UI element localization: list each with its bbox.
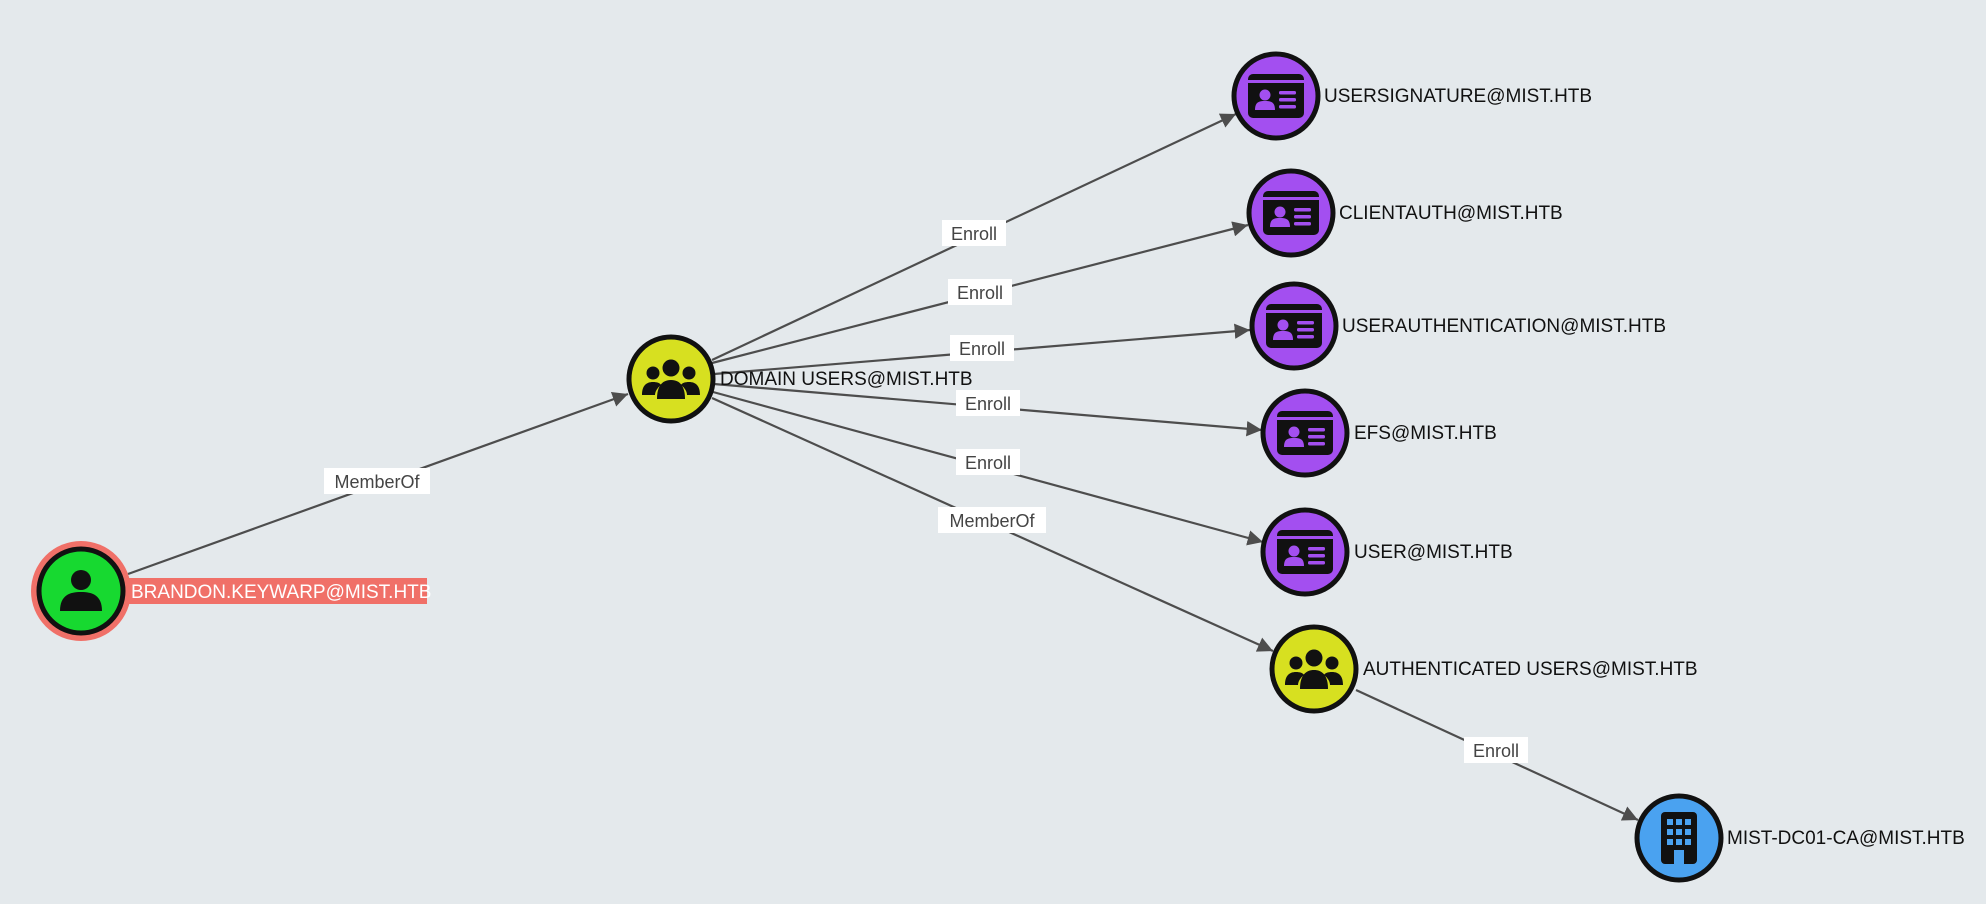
edge-label-memberof: MemberOf xyxy=(949,511,1035,531)
node-domain-users[interactable]: DOMAIN USERS@MIST.HTB xyxy=(626,334,973,424)
edge-authenticated-users-enroll-mist-dc01-ca[interactable]: Enroll xyxy=(1355,689,1639,821)
node-user-template[interactable]: USER@MIST.HTB xyxy=(1260,507,1513,597)
edge-domain-users-enroll-user[interactable]: Enroll xyxy=(712,390,1264,546)
node-label: EFS@MIST.HTB xyxy=(1354,423,1497,444)
node-circle xyxy=(1269,624,1359,714)
node-clientauth[interactable]: CLIENTAUTH@MIST.HTB xyxy=(1246,168,1563,258)
node-label: CLIENTAUTH@MIST.HTB xyxy=(1339,203,1563,224)
edge-domain-users-enroll-clientauth[interactable]: Enroll xyxy=(711,221,1249,365)
nodes-layer: BRANDON.KEYWARP@MIST.HTB DOMAIN USERS@MI… xyxy=(31,51,1965,883)
id-card-icon xyxy=(1277,530,1333,574)
id-card-icon xyxy=(1277,411,1333,455)
node-mist-dc01-ca[interactable]: MIST-DC01-CA@MIST.HTB xyxy=(1634,793,1965,883)
selected-label-background xyxy=(128,578,427,604)
node-circle xyxy=(626,334,716,424)
node-brandon-keywarp[interactable]: BRANDON.KEYWARP@MIST.HTB xyxy=(31,541,431,641)
id-card-icon xyxy=(1266,304,1322,348)
edge-domain-users-enroll-efs[interactable]: Enroll xyxy=(713,382,1263,437)
node-efs[interactable]: EFS@MIST.HTB xyxy=(1260,388,1497,478)
node-usersignature[interactable]: USERSIGNATURE@MIST.HTB xyxy=(1231,51,1592,141)
node-label: BRANDON.KEYWARP@MIST.HTB xyxy=(131,582,431,603)
node-authenticated-users[interactable]: AUTHENTICATED USERS@MIST.HTB xyxy=(1269,624,1698,714)
node-label: MIST-DC01-CA@MIST.HTB xyxy=(1727,828,1965,849)
edge-label-enroll: Enroll xyxy=(965,453,1011,473)
edge-label-enroll: Enroll xyxy=(957,283,1003,303)
edge-label-enroll: Enroll xyxy=(1473,741,1519,761)
node-label: USERSIGNATURE@MIST.HTB xyxy=(1324,86,1592,107)
edge-label-memberof: MemberOf xyxy=(334,472,420,492)
edge-label-enroll: Enroll xyxy=(959,339,1005,359)
node-label: DOMAIN USERS@MIST.HTB xyxy=(720,369,973,390)
edges-layer: MemberOf Enroll Enroll Enroll Enroll Enr… xyxy=(127,113,1639,821)
edge-domain-users-enroll-userauthentication[interactable]: Enroll xyxy=(713,323,1251,376)
building-icon xyxy=(1661,812,1697,864)
edge-label-enroll: Enroll xyxy=(965,394,1011,414)
node-userauthentication[interactable]: USERAUTHENTICATION@MIST.HTB xyxy=(1249,281,1666,371)
edge-label-enroll: Enroll xyxy=(951,224,997,244)
id-card-icon xyxy=(1263,191,1319,235)
id-card-icon xyxy=(1248,74,1304,118)
node-label: USERAUTHENTICATION@MIST.HTB xyxy=(1342,316,1666,337)
node-label: USER@MIST.HTB xyxy=(1354,542,1513,563)
node-label: AUTHENTICATED USERS@MIST.HTB xyxy=(1363,659,1698,680)
edge-domain-users-memberof-authenticated-users[interactable]: MemberOf xyxy=(711,396,1274,653)
edge-brandon-memberof-domain-users[interactable]: MemberOf xyxy=(127,391,629,576)
node-circle xyxy=(36,546,126,636)
edge-domain-users-enroll-usersignature[interactable]: Enroll xyxy=(711,113,1237,361)
